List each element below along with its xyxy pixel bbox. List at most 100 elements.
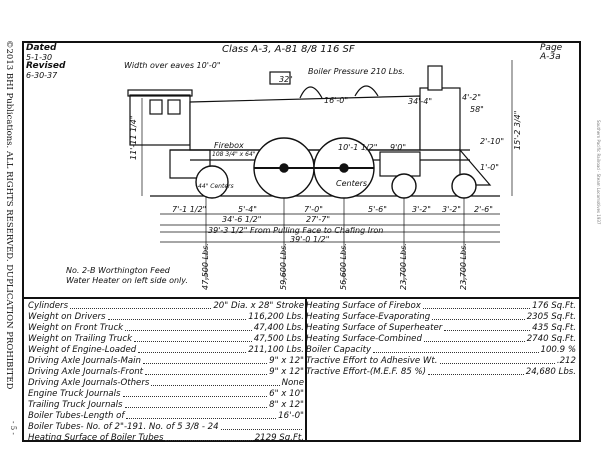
spec-row: Tractive Effort to Adhesive Wt. .212 xyxy=(306,356,576,367)
class-title: Class A-3, A-81 8/8 116 SF xyxy=(222,44,355,55)
spec-label: Engine Truck Journals xyxy=(28,389,121,399)
dim-32: 32" xyxy=(279,75,293,84)
boiler-pressure: Boiler Pressure 210 Lbs. xyxy=(308,67,405,76)
dot-leader xyxy=(125,323,252,331)
weight-5: 23,700 Lbs. xyxy=(459,243,468,290)
dim-5-4: 5'-4" xyxy=(238,205,257,214)
spec-value: 116,200 Lbs. xyxy=(248,312,304,322)
spec-row: Boiler Tubes-Length of 16'-0" xyxy=(28,411,304,422)
dim-3-2b: 3'-2" xyxy=(442,205,461,214)
centers-label: Centers xyxy=(336,179,367,188)
dot-leader xyxy=(422,301,531,309)
spec-label: Tractive Effort to Adhesive Wt. xyxy=(306,356,438,366)
dim-7-0: 7'-0" xyxy=(304,205,323,214)
weight-2: 59,600 Lbs. xyxy=(279,243,288,290)
spec-label: Weight of Engine-Loaded xyxy=(28,345,137,355)
dim-34-6: 34'-6 1/2" xyxy=(222,215,261,224)
spec-value: 176 Sq.Ft. xyxy=(532,301,576,311)
dot-leader xyxy=(151,378,280,386)
dim-9-0: 9'0" xyxy=(390,143,406,152)
overall-length: 39'-0 1/2" xyxy=(290,235,329,244)
dim-2-6: 2'-6" xyxy=(474,205,493,214)
spec-value: 2740 Sq.Ft. xyxy=(526,334,576,344)
spec-label: Driving Axle Journals-Others xyxy=(28,378,150,388)
spec-label: Boiler Capacity xyxy=(306,345,372,355)
dot-leader xyxy=(142,356,268,364)
spec-value: None xyxy=(281,378,304,388)
spec-label: Heating Surface-Evaporating xyxy=(306,312,431,322)
spec-value: 47,400 Lbs. xyxy=(253,323,304,333)
spec-value: 24,680 Lbs. xyxy=(525,367,576,377)
firebox-size: 108 3/4" x 64" xyxy=(212,151,256,158)
dot-leader xyxy=(432,312,525,320)
dot-leader xyxy=(138,345,247,353)
spec-row: Heating Surface of Superheater 435 Sq.Ft. xyxy=(306,323,576,334)
column-divider xyxy=(305,299,307,440)
spec-label: Boiler Tubes-Length of xyxy=(28,411,125,421)
spec-row: Boiler Tubes- No. of 2"-191. No. of 5 3/… xyxy=(28,422,304,433)
spec-value: 2305 Sq.Ft. xyxy=(526,312,576,322)
spec-label: Heating Surface-Combined xyxy=(306,334,422,344)
dot-leader xyxy=(423,334,525,342)
spec-label: Weight on Front Truck xyxy=(28,323,124,333)
spec-row: Heating Surface-Evaporating 2305 Sq.Ft. xyxy=(306,312,576,323)
spec-value: 20" Dia. x 28" Stroke xyxy=(213,301,304,311)
dim-4-2: 4'-2" xyxy=(462,93,481,102)
spec-value: 6" x 10" xyxy=(269,389,304,399)
dim-27-7: 27'-7" xyxy=(306,215,330,224)
dot-leader xyxy=(122,389,268,397)
dot-leader xyxy=(107,312,247,320)
dim-15-2-3-4: 15'-2 3/4" xyxy=(513,111,522,150)
revised-value: 6-30-37 xyxy=(26,71,58,80)
page-block: Page A-3a xyxy=(540,44,562,62)
spec-row: Driving Axle Journals-Others None xyxy=(28,378,304,389)
dim-7-1-2: 7'-1 1/2" xyxy=(172,205,206,214)
dim-3-2: 3'-2" xyxy=(412,205,431,214)
spec-label: Tractive Effort-(M.E.F. 85 %) xyxy=(306,367,427,377)
spec-row: Weight on Trailing Truck 47,500 Lbs. xyxy=(28,334,304,345)
feed-note-1: No. 2-B Worthington Feed xyxy=(66,266,171,275)
spec-value: 435 Sq.Ft. xyxy=(532,323,576,333)
spec-value: 9" x 12" xyxy=(269,356,304,366)
dim-11-11: 11'-11 1/4" xyxy=(129,115,138,160)
weight-3: 56,600 Lbs. xyxy=(339,243,348,290)
weight-4: 23,700 Lbs. xyxy=(399,243,408,290)
spec-value: 16'-0" xyxy=(278,411,304,421)
dot-leader xyxy=(220,422,302,430)
spec-label: Heating Surface of Superheater xyxy=(306,323,443,333)
dim-2-10: 2'-10" xyxy=(480,137,504,146)
dot-leader xyxy=(444,323,531,331)
dim-1-0: 1'-0" xyxy=(480,163,499,172)
dim-5-6: 5'-6" xyxy=(368,205,387,214)
dim-16-0: 16'-0" xyxy=(324,96,348,105)
page-number: - 5 - xyxy=(8,421,17,435)
firebox-label: Firebox xyxy=(214,141,244,150)
spec-label: Heating Surface of Boiler Tubes xyxy=(28,433,164,443)
spec-value: 100.9 % xyxy=(540,345,577,355)
spec-label: Weight on Trailing Truck xyxy=(28,334,133,344)
spec-value: .212 xyxy=(556,356,576,366)
revised-label: Revised xyxy=(26,61,66,71)
locomotive-diagram: Width over eaves 10'-0" Boiler Pressure … xyxy=(66,60,522,290)
dot-leader xyxy=(145,367,268,375)
dated-block: Dated 5-1-30 Revised 6-30-37 xyxy=(26,44,66,81)
spec-row: Weight on Front Truck 47,400 Lbs. xyxy=(28,323,304,334)
dot-leader xyxy=(134,334,252,342)
width-over-eaves: Width over eaves 10'-0" xyxy=(124,61,221,70)
weight-1: 47,500 Lbs. xyxy=(201,243,210,290)
dim-34-4: 34'-4" xyxy=(408,97,432,106)
spec-value: 9" x 12" xyxy=(269,367,304,377)
document-frame xyxy=(22,41,581,442)
dot-leader xyxy=(126,411,277,419)
spec-value: 47,500 Lbs. xyxy=(253,334,304,344)
